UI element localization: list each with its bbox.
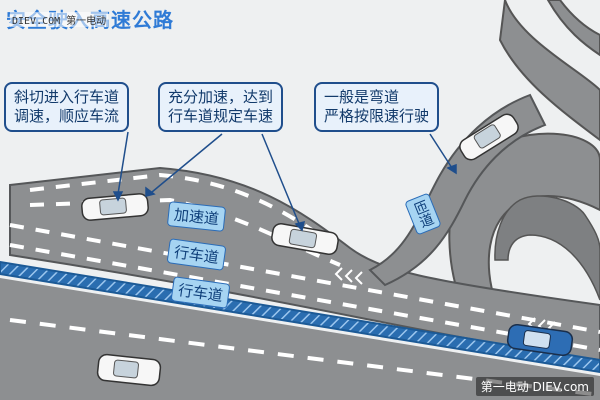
interchange-loops	[448, 0, 600, 321]
callout-curve-line1: 一般是弯道	[324, 88, 400, 106]
watermark-top: DIEV.COM 第一电动	[10, 12, 109, 27]
callout-accelerate-line1: 充分加速，达到	[168, 88, 274, 106]
callout-merge-line1: 斜切进入行车道	[14, 88, 120, 106]
callout-accelerate-line2: 行车道规定车速	[168, 107, 274, 125]
callout-accelerate: 充分加速，达到 行车道规定车速	[158, 82, 284, 132]
callout-curve-line2: 严格按限速行驶	[324, 107, 430, 125]
callout-merge-line2: 调速，顺应车流	[14, 107, 120, 125]
callout-pointers	[112, 131, 457, 232]
car-blue	[506, 323, 574, 357]
car-merging	[81, 193, 149, 221]
callout-merge: 斜切进入行车道 调速，顺应车流	[4, 82, 130, 132]
median-strip	[0, 260, 600, 374]
car-accelerating	[271, 222, 339, 256]
car-on-ramp	[459, 113, 519, 161]
car-lower	[96, 353, 162, 387]
lane-markings	[9, 172, 600, 397]
watermark-bottom: 第一电动 DIEV.com	[475, 377, 594, 396]
callout-curve: 一般是弯道 严格按限速行驶	[314, 82, 440, 132]
main-road-upper	[9, 166, 600, 362]
